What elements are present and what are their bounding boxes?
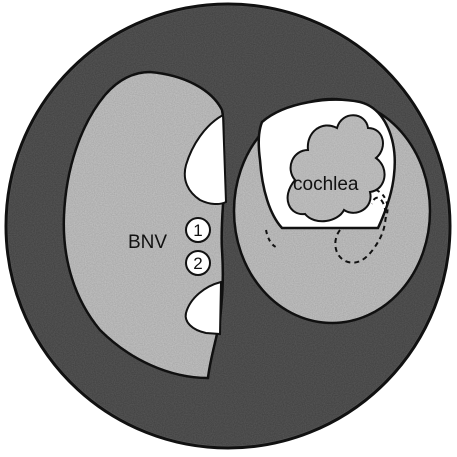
marker-2-label: 2	[193, 254, 202, 273]
cochlea-label: cochlea	[293, 174, 359, 195]
marker-1-label: 1	[193, 221, 202, 240]
bnv-label: BNV	[128, 232, 167, 253]
